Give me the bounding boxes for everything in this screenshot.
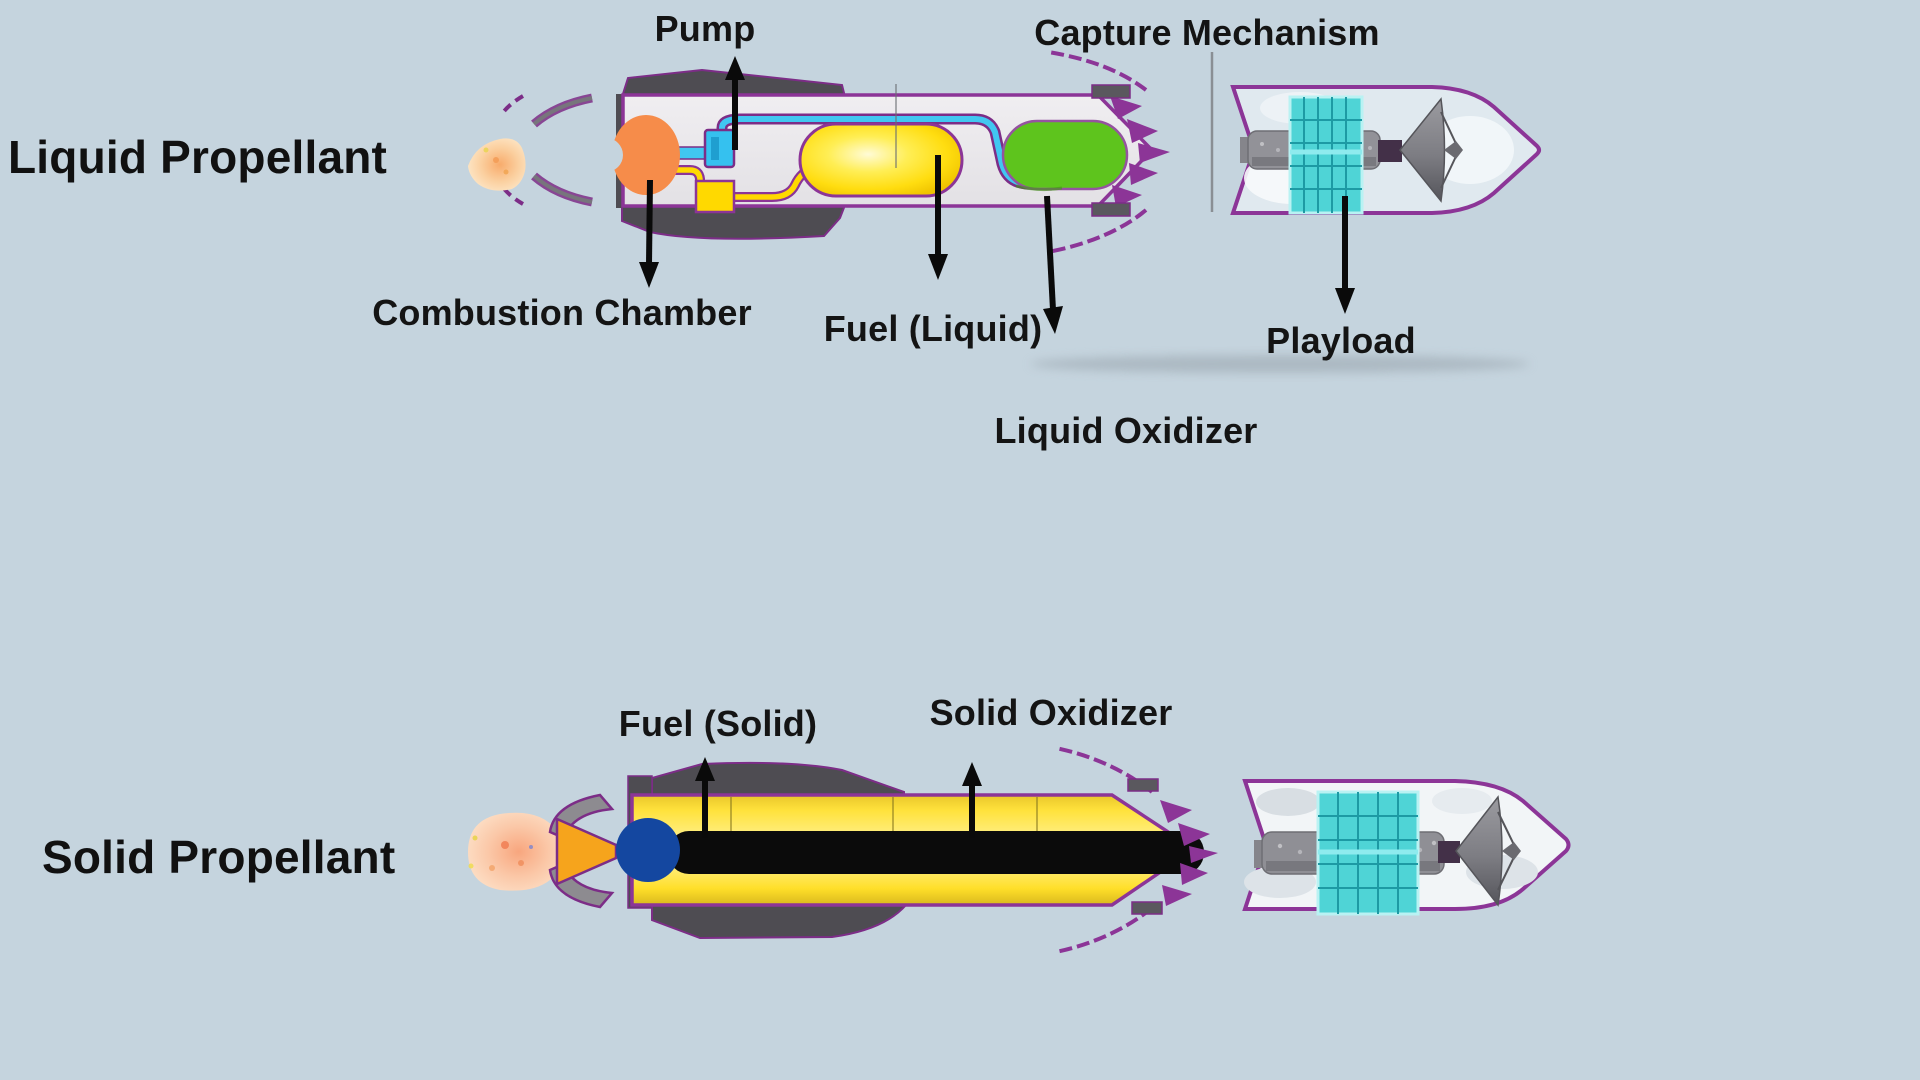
fuel-liquid-label: Fuel (Liquid) [823,308,1043,349]
nozzle-cone-shape [555,817,618,886]
fuel-arrowhead [928,254,948,280]
engine-housing-bottom [621,204,847,240]
solid-annotation-arrows [695,757,982,838]
fairing-cloud [1256,788,1320,816]
solid-fuel-core-shape [668,831,1204,874]
oxidizer-tank-shape [1001,119,1129,191]
combustion-chamber-shape [612,115,680,195]
satellite-dish-icon [1455,795,1503,907]
oxidizer-arrowhead [1043,306,1063,334]
fuel-pipe-a [672,167,703,186]
pump-arrowhead [725,56,745,80]
nozzle-lip-bottom [499,183,525,206]
solid-clamp-bottom [1131,901,1163,915]
solid-oxidizer-label: Solid Oxidizer [929,692,1173,733]
solid-flame-icon [468,812,560,891]
fuel-valve-shape [694,179,736,214]
flame-speckle [518,860,524,866]
pump-detail [711,137,719,160]
satellite-connector [1378,140,1402,162]
fuel-tank-shape [798,122,964,198]
body-segment-lines [730,797,1038,834]
satellite-connector [1438,841,1460,863]
solid-oxidizer-arrowhead [962,762,982,786]
flame-speckle [483,147,489,153]
liquid-rocket-illustration [468,50,1541,373]
flame-speckle [489,865,495,871]
dish-feed [1502,842,1521,860]
oxidizer-tank-shade [1015,184,1063,192]
solid-clamp-top [1127,778,1159,792]
solar-panel-icon [1288,95,1364,215]
solid-housing-top [651,761,905,796]
fairing-cloud [1432,788,1492,814]
solid-rocket-illustration [468,746,1571,954]
flame-speckle [468,863,474,869]
capture-mechanism-label: Capture Mechanism [1034,12,1380,53]
payload-label: Playload [1266,320,1416,361]
solar-panel-grid [1290,97,1362,213]
combustion-chamber-notch [589,138,623,172]
flame-speckle [472,835,478,841]
body-clamp-bottom [1091,202,1131,217]
liquid-oxidizer-label: Liquid Oxidizer [994,410,1258,451]
liquid-rocket-shadow [1030,355,1530,373]
igniter-shape [616,818,680,882]
body-clamp-top [1091,84,1131,99]
liquid-annotation-arrows [639,56,1355,334]
dish-feed [1444,141,1463,159]
combustion-chamber-label: Combustion Chamber [372,292,752,333]
satellite-icon [1240,95,1463,215]
flame-speckle [529,845,533,849]
fuel-solid-label: Fuel (Solid) [618,703,818,744]
nozzle-lip-top [499,94,525,117]
pump-label: Pump [654,8,756,49]
solid-propellant-title: Solid Propellant [42,831,396,883]
nozzle-bell-top [532,96,593,126]
solid-housing-bottom [651,904,909,940]
flame-speckle [493,157,499,163]
liquid-propellant-title: Liquid Propellant [8,131,388,183]
capture-arm-bottom-icon [1047,208,1148,254]
combustion-arrow [646,179,653,265]
capture-arm-top-icon [1047,50,1148,92]
satellite-icon [1254,790,1521,916]
oxidizer-arrow [1044,195,1056,311]
flame-speckle [503,169,509,175]
capture-teeth-icon [1110,96,1170,207]
solid-fuel-arrowhead [695,757,715,781]
nozzle-bell-bottom [532,174,593,204]
solid-teeth-icon [1160,800,1218,906]
combustion-arrowhead [639,262,659,288]
liquid-flame-icon [468,138,526,191]
flame-speckle [501,841,509,849]
fairing-cloud [1426,116,1514,184]
payload-arrowhead [1335,288,1355,314]
pump-shape [703,128,736,169]
